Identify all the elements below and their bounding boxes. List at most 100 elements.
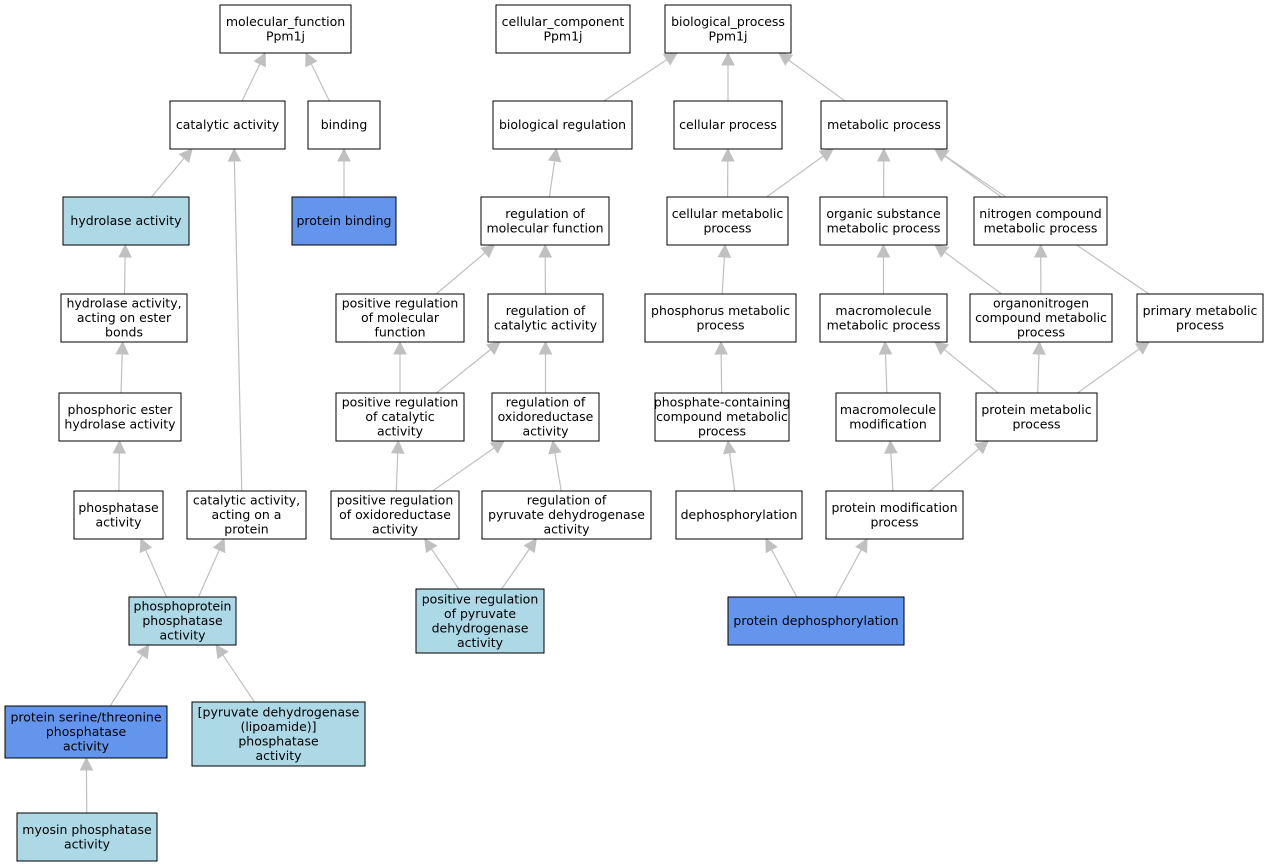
node-label-line: process	[870, 514, 918, 529]
arrowhead-hydroester-to-hydro	[118, 243, 132, 258]
node-box	[644, 293, 797, 343]
node-label-line: hydrolase activity,	[66, 296, 181, 311]
node-label-line: activity	[522, 424, 569, 439]
arrowhead-posregcat-to-regcat	[485, 341, 501, 356]
node-box	[487, 293, 604, 343]
go-term-node-dephos[interactable]: dephosphorylation	[675, 490, 803, 540]
edge-protdephos-to-dephos	[771, 549, 798, 598]
edge-protdephos-to-protmod	[835, 549, 862, 598]
node-box	[62, 196, 190, 246]
node-label-line: biological regulation	[499, 117, 626, 132]
node-label-line: activity	[372, 522, 419, 537]
node-label-line: positive regulation	[342, 395, 459, 410]
node-box	[820, 100, 948, 150]
node-label-line: catalytic activity	[494, 317, 598, 332]
arrowhead-phosprot-to-phosphatase	[139, 537, 153, 554]
go-term-node-protbind[interactable]: protein binding	[291, 196, 397, 246]
node-box	[664, 4, 792, 54]
arrowhead-serthr-to-phosprot	[136, 644, 150, 660]
node-label-line: activity	[64, 836, 111, 851]
go-term-node-bioreg[interactable]: biological regulation	[492, 100, 633, 150]
node-box	[481, 490, 652, 540]
node-box	[60, 293, 188, 343]
node-label-line: protein metabolic	[981, 402, 1091, 417]
go-term-node-bind[interactable]: binding	[307, 100, 381, 150]
edge-phosester-to-hydroester	[120, 353, 123, 394]
arrowhead-cellmet-to-cellproc	[720, 147, 735, 162]
node-box	[307, 100, 381, 150]
node-box	[128, 596, 237, 646]
node-label-line: of oxidoreductase	[339, 507, 451, 522]
node-label-line: positive regulation	[422, 591, 539, 606]
node-label-line: metabolic process	[984, 220, 1098, 235]
node-label-line: function	[374, 325, 425, 340]
node-label-line: metabolic process	[827, 117, 941, 132]
node-box	[654, 392, 790, 442]
arrowhead-protbind-to-bind	[337, 147, 351, 162]
node-label-line: protein serine/threonine	[10, 710, 161, 725]
go-term-node-pyrphos[interactable]: [pyruvate dehydrogenase(lipoamide)]phosp…	[191, 701, 366, 767]
node-box	[819, 293, 948, 343]
edge-regmol-to-bioreg	[548, 160, 556, 198]
arrowhead-phosprot-to-catprot	[212, 537, 226, 554]
arrowhead-cellproc-to-bp	[721, 51, 735, 66]
node-label-line: phosphoric ester	[68, 402, 174, 417]
go-term-node-protdephos[interactable]: protein dephosphorylation	[727, 596, 905, 646]
go-term-node-metproc[interactable]: metabolic process	[820, 100, 948, 150]
go-term-node-serthr[interactable]: protein serine/threoninephosphataseactiv…	[4, 705, 168, 759]
arrowhead-regmol-to-bioreg	[547, 147, 562, 163]
edge-regpyr-to-regoxi	[554, 452, 562, 492]
edge-posregmol-to-regmol	[435, 252, 486, 295]
go-term-node-hydro[interactable]: hydrolase activity	[62, 196, 190, 246]
arrowhead-regoxi-to-regcat	[538, 340, 553, 355]
node-label-line: process	[703, 220, 751, 235]
node-label-line: phosphatase	[46, 724, 127, 739]
edge-cat-to-mf	[241, 63, 261, 102]
arrowhead-phosester-to-hydroester	[115, 340, 130, 355]
node-label-line: molecular function	[486, 220, 603, 235]
node-label-line: cellular_component	[502, 14, 625, 29]
arrowhead-catprot-to-cat	[227, 147, 242, 162]
node-label-line: biological_process	[671, 14, 785, 29]
node-label-line: Ppm1j	[543, 28, 582, 43]
node-label-line: compound metabolic	[656, 409, 788, 424]
node-label-line: hydrolase activity	[64, 416, 176, 431]
node-box	[330, 490, 460, 540]
node-label-line: process	[698, 424, 746, 439]
node-box	[675, 490, 803, 540]
go-term-node-cellproc[interactable]: cellular process	[673, 100, 783, 150]
arrowhead-protmod-to-macromod	[884, 439, 898, 454]
go-term-node-cat[interactable]: catalytic activity	[169, 100, 286, 150]
node-box	[335, 392, 465, 442]
edge-posregpyr-to-regpyr	[501, 548, 530, 590]
node-label-line: dehydrogenase	[432, 620, 529, 635]
